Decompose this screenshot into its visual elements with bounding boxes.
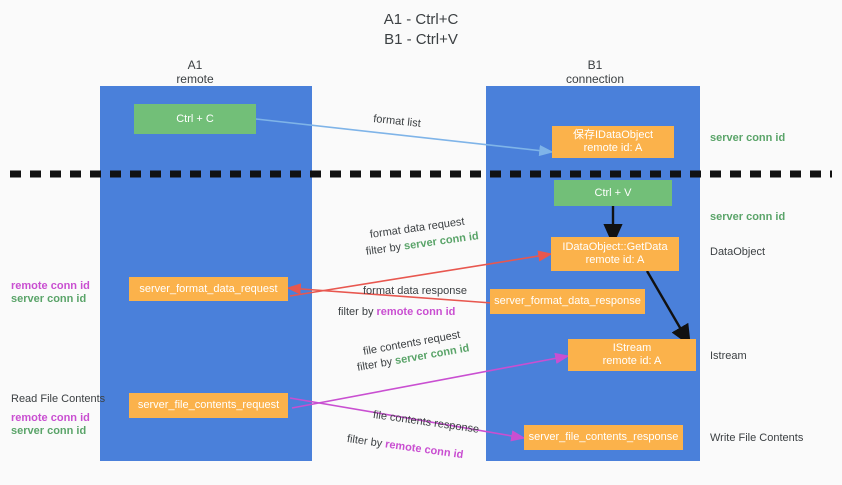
node-idataobject-getdata[interactable]: IDataObject::GetData remote id: A xyxy=(551,237,679,271)
label-server-conn-id-upper: server conn id xyxy=(11,293,87,305)
node-server-file-contents-request[interactable]: server_file_contents_request xyxy=(129,393,288,418)
node-istream[interactable]: IStream remote id: A xyxy=(568,339,696,371)
node-idataobject-getdata-line2: remote id: A xyxy=(585,254,645,266)
node-ctrl-c-line1: Ctrl + C xyxy=(176,112,214,125)
label-file-contents-response-filter-key: remote conn id xyxy=(384,438,465,462)
column-subtitle-b1: connection xyxy=(565,72,625,86)
node-ctrl-c[interactable]: Ctrl + C xyxy=(134,104,256,134)
label-format-data-request-filter-prefix: filter by xyxy=(365,240,405,258)
node-istream-line1: IStream xyxy=(612,342,652,354)
label-file-contents-request-filter-prefix: filter by xyxy=(356,355,397,374)
page-title: A1 - Ctrl+C B1 - Ctrl+V xyxy=(0,10,842,50)
column-header-b1: B1 connection xyxy=(545,58,645,86)
node-ctrl-v[interactable]: Ctrl + V xyxy=(554,180,672,206)
node-server-file-contents-response-line1: server_file_contents_response xyxy=(528,431,679,443)
node-save-idataobject-line1: 保存IDataObject xyxy=(572,129,654,141)
column-subtitle-a1: remote xyxy=(176,72,214,86)
label-remote-conn-id-upper: remote conn id xyxy=(11,280,90,292)
label-server-conn-id-top: server conn id xyxy=(710,132,786,144)
label-file-contents-response: file contents response xyxy=(372,408,480,436)
node-istream-line2: remote id: A xyxy=(602,355,662,367)
node-save-idataobject[interactable]: 保存IDataObject remote id: A xyxy=(552,126,674,158)
label-write-file-contents: Write File Contents xyxy=(710,432,804,444)
node-ctrl-v-line1: Ctrl + V xyxy=(594,186,632,199)
label-istream: Istream xyxy=(710,350,747,362)
label-server-conn-id-lower: server conn id xyxy=(11,425,87,437)
column-header-a1: A1 remote xyxy=(145,58,245,86)
node-server-file-contents-response[interactable]: server_file_contents_response xyxy=(524,425,683,450)
label-format-data-response-filter-key: remote conn id xyxy=(376,306,456,318)
label-read-file-contents: Read File Contents xyxy=(11,393,106,405)
label-file-contents-response-filter-prefix: filter by xyxy=(346,432,387,451)
label-file-contents-response-filter: filter by remote conn id xyxy=(346,432,464,462)
label-dataobject: DataObject xyxy=(710,246,766,258)
label-format-data-response: format data response xyxy=(363,285,467,297)
node-idataobject-getdata-line1: IDataObject::GetData xyxy=(562,241,668,253)
node-server-format-data-request[interactable]: server_format_data_request xyxy=(129,277,288,301)
node-server-format-data-response-line1: server_format_data_response xyxy=(494,295,641,307)
column-title-b1: B1 xyxy=(587,58,603,72)
title-line-1: A1 - Ctrl+C xyxy=(383,11,459,28)
label-format-list: format list xyxy=(372,112,422,130)
column-title-a1: A1 xyxy=(187,58,203,72)
node-server-format-data-request-line1: server_format_data_request xyxy=(139,282,278,295)
node-server-file-contents-request-line1: server_file_contents_request xyxy=(137,399,280,411)
label-format-data-response-filter-prefix: filter by xyxy=(338,306,377,318)
label-remote-conn-id-lower: remote conn id xyxy=(11,412,90,424)
label-format-data-response-filter: filter by remote conn id xyxy=(338,305,455,319)
node-save-idataobject-line2: remote id: A xyxy=(583,142,643,154)
node-server-format-data-response[interactable]: server_format_data_response xyxy=(490,289,645,314)
title-line-2: B1 - Ctrl+V xyxy=(384,31,458,48)
label-server-conn-id-mid: server conn id xyxy=(710,211,786,223)
